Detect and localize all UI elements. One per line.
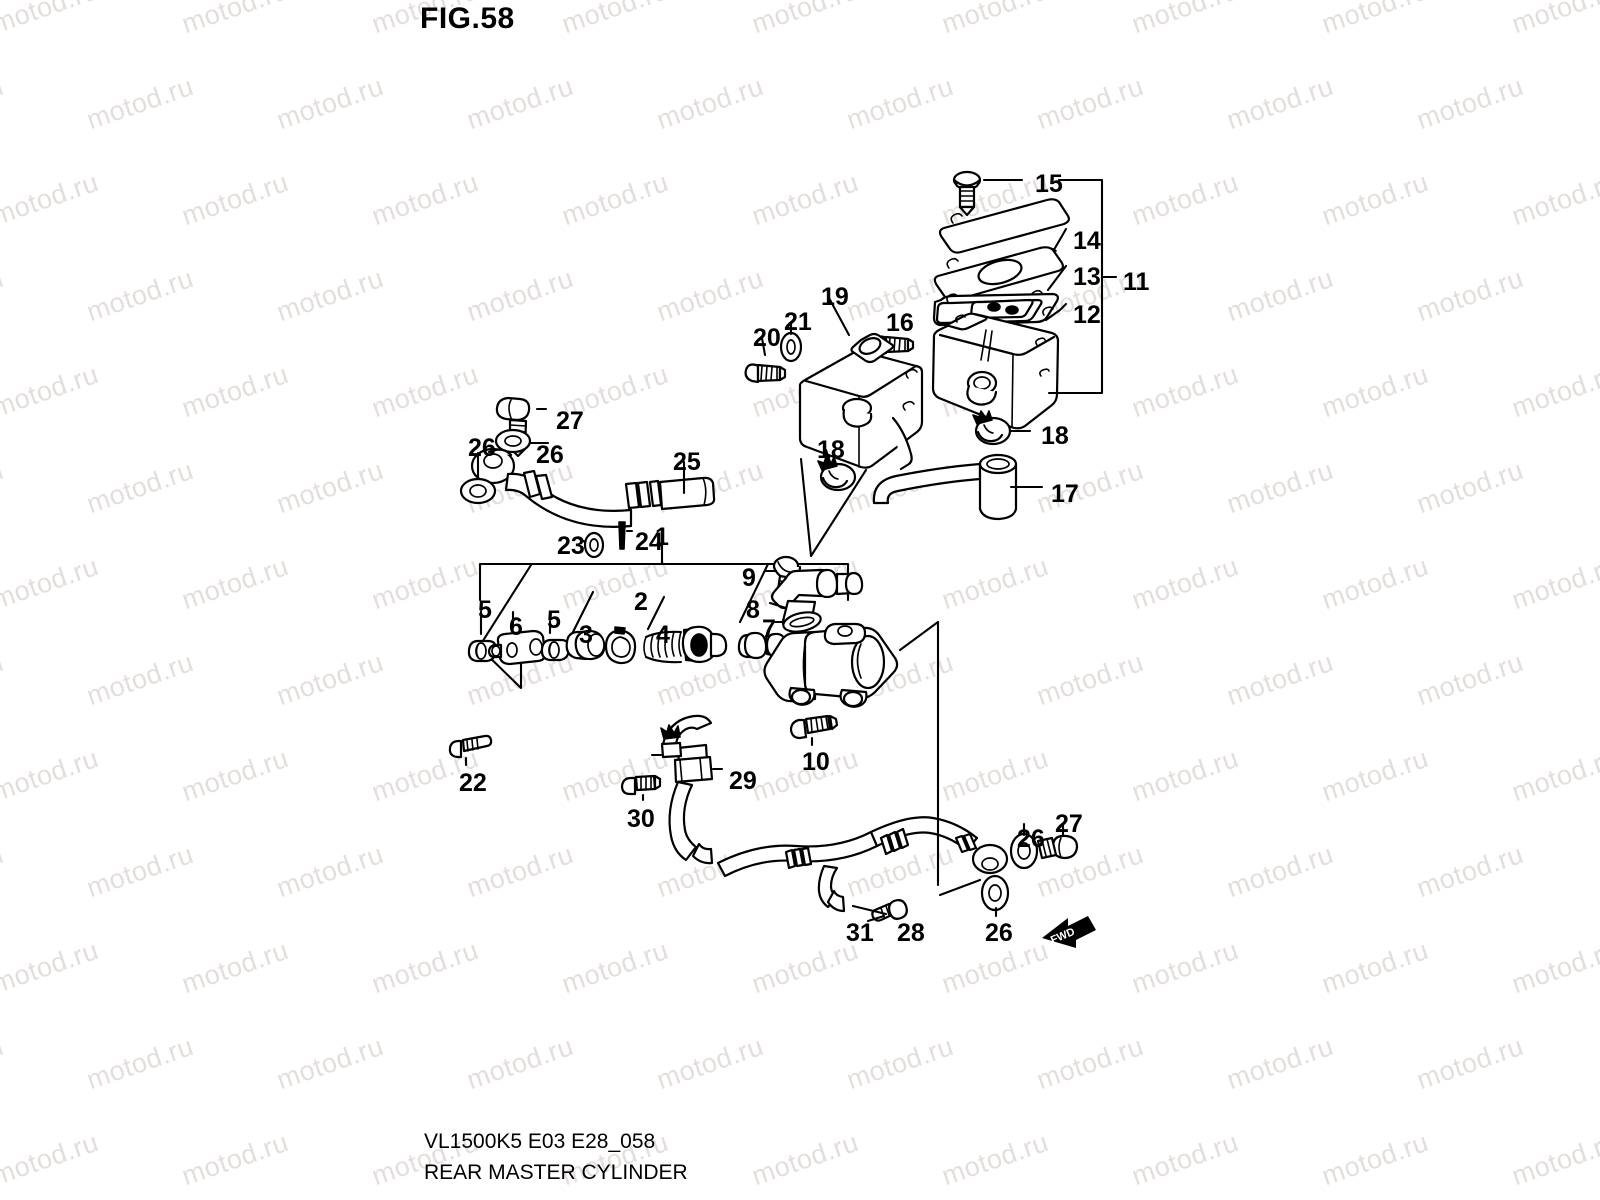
ferrule-far-right-part (954, 832, 978, 854)
bushing-5-left-part (467, 639, 498, 663)
callout-11-reservoir-assy: 11 (1123, 268, 1150, 296)
callout-15-screw: 15 (1035, 170, 1063, 198)
callout-21-washer: 21 (784, 308, 812, 336)
clamp-29-part (660, 724, 714, 784)
callout-18-clamp-upper: 18 (1041, 422, 1069, 450)
callout-10-bolt: 10 (802, 748, 830, 776)
footer-figure-name: REAR MASTER CYLINDER (424, 1161, 688, 1184)
callout-5-bushing-left: 5 (478, 596, 492, 624)
callout-23-washer: 23 (557, 532, 585, 560)
banjo-fitting-upper-part (470, 447, 516, 485)
callout-27-banjo-bolt-lower: 27 (1055, 810, 1083, 838)
callout-22-pin: 22 (459, 769, 487, 797)
footer-model-code: VL1500K5 E03 E28_058 (424, 1130, 656, 1153)
figure-footer: VL1500K5 E03 E28_058 REAR MASTER CYLINDE… (424, 1126, 688, 1188)
ferrule-mid-part (624, 479, 663, 510)
forward-direction-arrow: FWD (1042, 916, 1096, 948)
plate-13-part (933, 246, 1064, 302)
callout-30-bolt: 30 (627, 805, 655, 833)
lower-hose-group (620, 714, 724, 865)
callout-9-union-bolt: 9 (742, 564, 756, 592)
callout-26-washer-c: 26 (1017, 825, 1045, 853)
master-cylinder-body-group (763, 555, 899, 747)
washer-26-d-part (980, 874, 1010, 912)
reservoir-tank-part (931, 312, 1060, 430)
callout-29-hose-clamp: 29 (729, 767, 757, 795)
cylinder-body-part (763, 622, 899, 708)
upper-brake-hose-group (459, 396, 716, 528)
banjo-bolt-27-lower-part (1036, 834, 1079, 860)
bracket-19-part (798, 332, 924, 471)
callout-5-bushing-right: 5 (547, 606, 561, 634)
callout-26-washer-d: 26 (985, 919, 1013, 947)
bushing-5-right-part (540, 638, 571, 662)
callout-16-bolt: 16 (886, 309, 914, 337)
lower-brake-hose-group (716, 620, 1079, 923)
reservoir-assembly-group (872, 170, 1118, 430)
bolt-10-part (789, 714, 839, 740)
o-ring-7-part (782, 611, 822, 633)
banjo-fitting-lower-part (971, 843, 1009, 875)
washer-23-part (583, 531, 605, 559)
mounting-bracket-group (744, 296, 924, 471)
callout-13-plate: 13 (1073, 263, 1101, 291)
clamp-18-upper-part (972, 410, 1012, 446)
bolt-30-part (620, 774, 662, 796)
callout-6-clevis: 6 (509, 613, 523, 641)
callout-20-bolt: 20 (753, 324, 781, 352)
callout-18-clamp-lower: 18 (817, 436, 845, 464)
pin-22-group (448, 734, 493, 767)
ferrule-upper-part (522, 469, 554, 501)
washer-21-part (779, 331, 803, 363)
callout-26-washer-a: 26 (468, 434, 496, 462)
callout-14-cap: 14 (1073, 227, 1101, 255)
reservoir-hose-group (799, 410, 1044, 558)
clamp-28-part (817, 864, 846, 913)
callout-25-brake-hose-upper: 25 (673, 448, 701, 476)
ferrule-lower-right-part (879, 827, 910, 856)
callout-3-piston: 3 (579, 621, 593, 649)
figure-title: FIG.58 (420, 2, 515, 35)
callout-31-bolt: 31 (846, 919, 874, 947)
callout-2-piston-cup-set: 2 (634, 588, 648, 616)
washer-26-b-part (494, 428, 532, 454)
callout-8-union: 8 (746, 596, 760, 624)
callout-27-banjo-bolt-upper: 27 (556, 407, 584, 435)
washer-26-a-part (459, 477, 497, 505)
cotter-pin-24-part (618, 521, 626, 550)
master-cylinder-internals-group (467, 609, 812, 666)
spring-4-part (643, 625, 728, 664)
callout-7-o-ring: 7 (762, 615, 776, 643)
callout-26-washer-b: 26 (536, 441, 564, 469)
callout-19-bracket: 19 (821, 283, 849, 311)
piston-3-part (565, 626, 637, 665)
callout-1-master-cylinder-assy: 1 (655, 523, 669, 551)
callout-4-spring: 4 (656, 621, 670, 649)
callout-12-diaphragm: 12 (1073, 301, 1101, 329)
clamp-18-lower-part (817, 456, 857, 492)
callout-24-cotter-pin: 24 (635, 528, 663, 556)
callout-17-reservoir-hose: 17 (1051, 480, 1079, 508)
callout-28-clamp: 28 (897, 919, 925, 947)
ferrule-lower-left-part (784, 846, 813, 870)
bolt-20-part (744, 363, 787, 384)
screw-15-part (952, 170, 982, 217)
